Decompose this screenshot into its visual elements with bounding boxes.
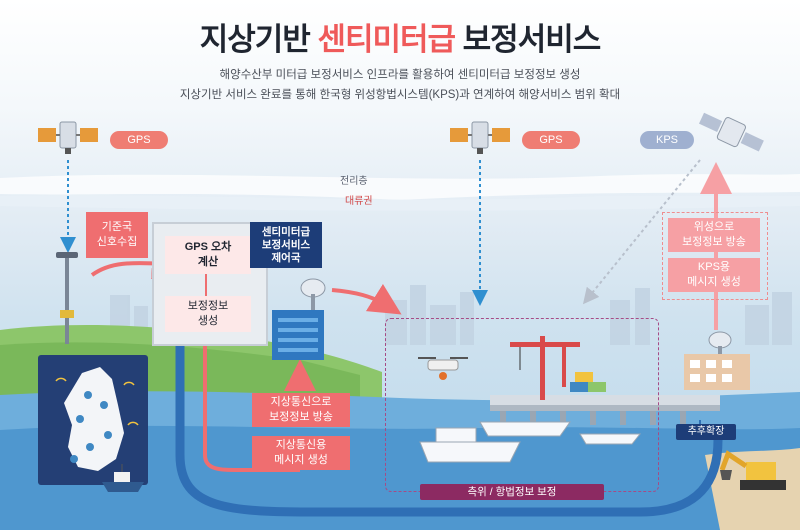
troposphere-label: 대류권 — [345, 196, 373, 207]
ionosphere-label: 전리층 — [340, 176, 368, 187]
subtitle-line-2: 지상기반 서비스 완료를 통해 한국형 위성항법시스템(KPS)과 연계하여 해… — [179, 89, 621, 101]
port-scene-icon — [418, 336, 642, 463]
gps-satellite-icon-left — [38, 121, 98, 154]
reference-antenna-icon — [56, 252, 78, 344]
terrestrial-broadcast-box: 지상통신으로 보정정보 방송 — [252, 393, 350, 427]
korea-map-icon — [55, 367, 139, 471]
service-area-label: 측위 / 항법정보 보정 — [420, 484, 604, 500]
future-expansion-label: 추후확장 — [676, 424, 736, 440]
kps-pipeline-frame — [662, 212, 768, 300]
reference-station-box: 기준국 신호수집 — [86, 212, 148, 258]
gps-satellite-icon-center — [450, 121, 510, 154]
kps-label: KPS — [640, 131, 694, 149]
page-title: 지상기반 센티미터급 보정서비스 — [199, 22, 602, 57]
kps-ground-station-icon — [684, 331, 750, 390]
terrestrial-message-box: 지상통신용 메시지 생성 — [252, 436, 350, 470]
korea-map-panel — [38, 355, 148, 485]
gps-error-calc-box: GPS 오차 계산 — [165, 236, 251, 274]
gps-label-center: GPS — [522, 131, 580, 149]
correction-generation-box: 보정정보 생성 — [165, 296, 251, 332]
kps-message-box: KPS용 메시지 생성 — [668, 258, 760, 292]
broadcast-tower-icon — [272, 278, 326, 360]
control-station-box: 센티미터급 보정서비스 제어국 — [250, 222, 322, 268]
subtitle-line-1: 해양수산부 미터급 보정서비스 인프라를 활용하여 센티미터급 보정정보 생성 — [219, 69, 581, 81]
fishing-boat-icon — [102, 464, 144, 492]
center-internal-arrow — [205, 274, 207, 296]
satellite-broadcast-box: 위성으로 보정정보 방송 — [668, 218, 760, 252]
excavator-icon — [720, 450, 786, 490]
kps-satellite-icon — [698, 112, 764, 152]
gps-label-left: GPS — [110, 131, 168, 149]
